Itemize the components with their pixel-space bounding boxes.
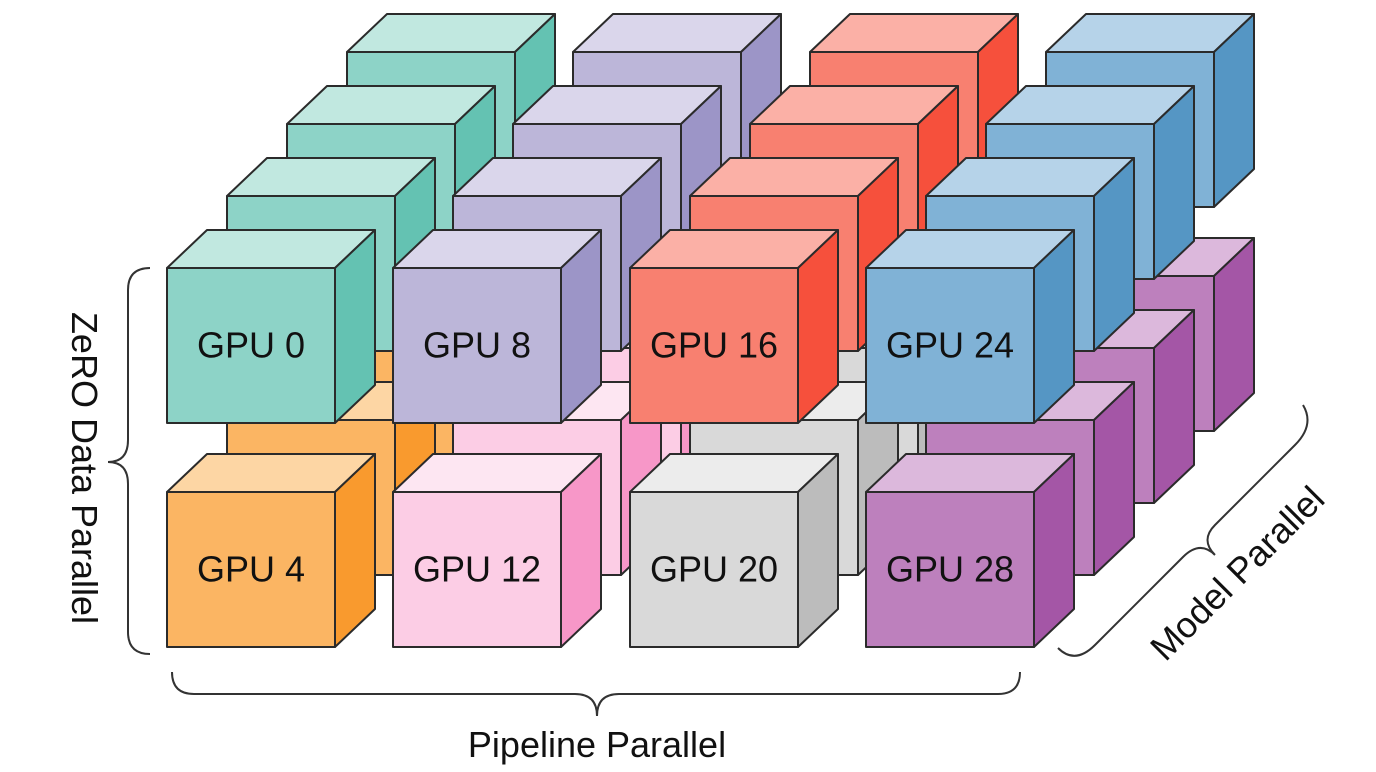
axis-braces	[107, 267, 1309, 717]
gpu-cube-top-3: GPU 24	[865, 229, 1075, 424]
cube-front-face	[865, 491, 1035, 648]
gpu-cube-top-2: GPU 16	[629, 229, 839, 424]
gpu-label: GPU 8	[423, 325, 531, 366]
gpu-cube-top-0: GPU 0	[166, 229, 376, 424]
cube-front-face	[865, 267, 1035, 424]
cube-front-face	[629, 491, 799, 648]
cube-front-face	[392, 491, 562, 648]
gpu-label: GPU 12	[413, 549, 541, 590]
zero-data-parallel-label: ZeRO Data Parallel	[64, 312, 105, 624]
gpu-label: GPU 24	[886, 325, 1014, 366]
gpu-label: GPU 16	[650, 325, 778, 366]
gpu-cube-bottom-0: GPU 4	[166, 453, 376, 648]
gpu-label: GPU 28	[886, 549, 1014, 590]
gpu-label: GPU 4	[197, 549, 305, 590]
data-parallel-brace	[107, 267, 151, 655]
model-parallel-brace	[1057, 404, 1309, 657]
cube-front-face	[392, 267, 562, 424]
cube-front-face	[166, 267, 336, 424]
model-parallel-label: Model Parallel	[1142, 478, 1332, 668]
gpu-cube-top-1: GPU 8	[392, 229, 602, 424]
cube-front-face	[629, 267, 799, 424]
gpu-cube-bottom-1: GPU 12	[392, 453, 602, 648]
gpu-cube-bottom-2: GPU 20	[629, 453, 839, 648]
gpu-cube-bottom-3: GPU 28	[865, 453, 1075, 648]
gpu-cube-grid: GPU 4 GPU 12 GPU 20 GPU 28 GPU 0 GPU 8 GPU 16 G…	[166, 13, 1255, 648]
gpu-label: GPU 0	[197, 325, 305, 366]
gpu-label: GPU 20	[650, 549, 778, 590]
pipeline-parallel-brace	[171, 671, 1021, 717]
cube-front-face	[166, 491, 336, 648]
pipeline-parallel-label: Pipeline Parallel	[468, 724, 726, 765]
